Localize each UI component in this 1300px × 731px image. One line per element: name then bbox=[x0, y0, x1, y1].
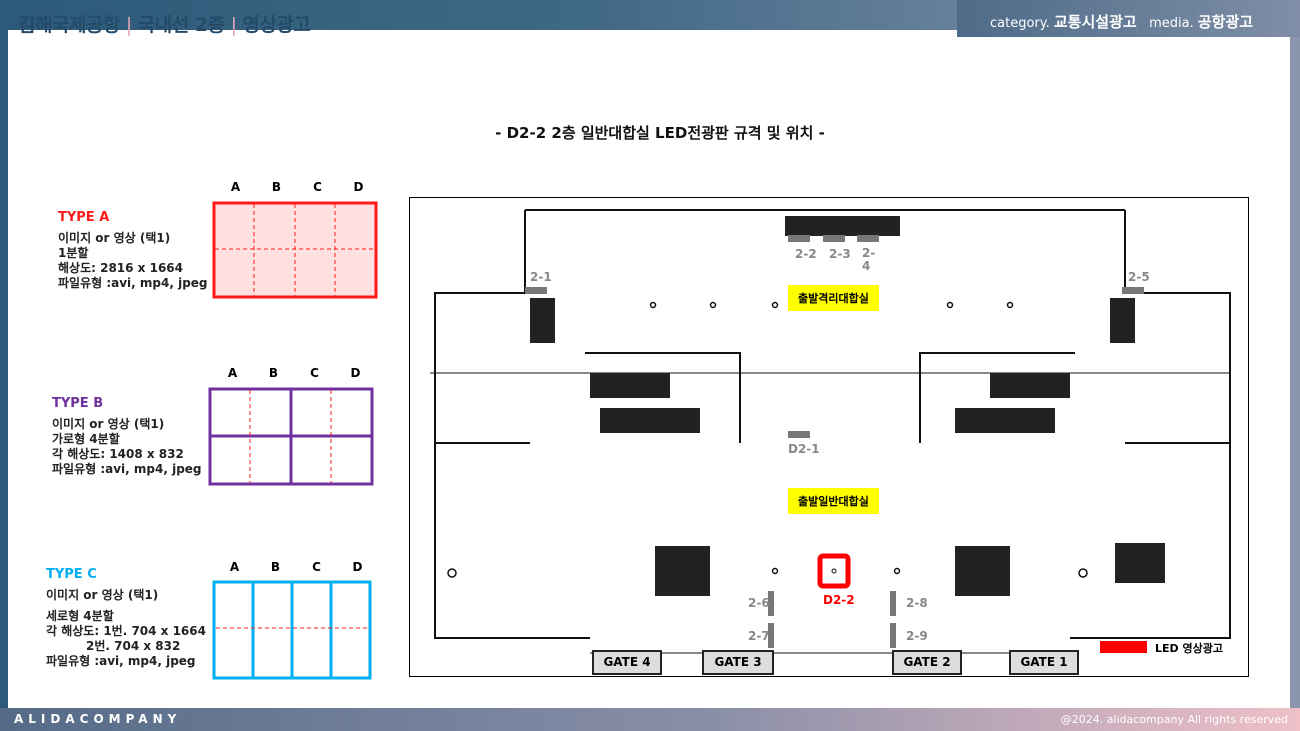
col-c: C bbox=[313, 180, 322, 194]
gate-1: GATE 1 bbox=[1009, 650, 1079, 675]
category-label: category. bbox=[990, 16, 1050, 31]
type-a-name: TYPE A bbox=[58, 210, 110, 225]
type-c-line: 2번. 704 x 832 bbox=[86, 639, 181, 653]
media-label: media. bbox=[1149, 16, 1194, 31]
type-c-line: 파일유형 :avi, mp4, jpeg bbox=[46, 654, 196, 668]
copyright: @2024. alidacompany All rights reserved bbox=[1060, 713, 1288, 726]
type-b-line: 이미지 or 영상 (택1) bbox=[52, 417, 165, 431]
type-a-columns: A B C D bbox=[215, 180, 379, 194]
col-d: D bbox=[353, 180, 364, 194]
spot-label: D2-1 bbox=[788, 442, 820, 456]
type-c-line: 이미지 or 영상 (택1) bbox=[46, 588, 159, 602]
legend-swatch bbox=[1100, 641, 1147, 653]
type-b-line: 파일유형 :avi, mp4, jpeg bbox=[52, 462, 202, 476]
type-a-line: 이미지 or 영상 (택1) bbox=[58, 231, 171, 245]
type-b-line: 각 해상도: 1408 x 832 bbox=[52, 447, 184, 461]
spot-label: 2-3 bbox=[829, 247, 851, 261]
type-b-columns: A B C D bbox=[212, 366, 376, 380]
floor-plan-map bbox=[409, 197, 1249, 677]
col-d: D bbox=[350, 366, 361, 380]
col-c: C bbox=[312, 560, 321, 574]
type-c-name: TYPE C bbox=[46, 567, 97, 582]
type-a-line: 해상도: 2816 x 1664 bbox=[58, 261, 183, 275]
type-b-name: TYPE B bbox=[52, 396, 104, 411]
type-b-line: 가로형 4분할 bbox=[52, 432, 120, 446]
col-a: A bbox=[229, 560, 240, 574]
zone-label-departure-general: 출발일반대합실 bbox=[788, 488, 879, 514]
spot-label: 2-2 bbox=[795, 247, 817, 261]
col-b: B bbox=[270, 560, 281, 574]
type-b-diagram bbox=[208, 387, 374, 486]
col-b: B bbox=[268, 366, 279, 380]
type-a-info: TYPE A 이미지 or 영상 (택1) 1분할 해상도: 2816 x 16… bbox=[58, 210, 208, 291]
page-title: 김해국제공항|국내선 2층|영상광고 bbox=[18, 14, 311, 36]
spot-label: 2-4 bbox=[862, 246, 876, 273]
type-c-info: TYPE C 이미지 or 영상 (택1) 세로형 4분할 각 해상도: 1번.… bbox=[46, 567, 206, 669]
gate-2: GATE 2 bbox=[892, 650, 962, 675]
type-a-diagram bbox=[212, 201, 378, 299]
gate-4: GATE 4 bbox=[592, 650, 662, 675]
category-value: 교통시설광고 bbox=[1053, 13, 1137, 31]
spot-label: 2-9 bbox=[906, 629, 928, 643]
col-c: C bbox=[310, 366, 319, 380]
title-floor: 국내선 2층 bbox=[137, 14, 225, 36]
col-d: D bbox=[352, 560, 363, 574]
category-badge: category. 교통시설광고 media. 공항광고 bbox=[957, 0, 1300, 37]
spot-label: 2-1 bbox=[530, 270, 552, 284]
type-c-line: 각 해상도: 1번. 704 x 1664 bbox=[46, 624, 206, 638]
col-a: A bbox=[230, 180, 241, 194]
spot-label: 2-7 bbox=[748, 629, 770, 643]
col-a: A bbox=[227, 366, 238, 380]
title-airport: 김해국제공항 bbox=[18, 14, 120, 36]
gate-3: GATE 3 bbox=[702, 650, 774, 675]
highlight-label: D2-2 bbox=[823, 593, 855, 607]
type-c-line: 세로형 4분할 bbox=[46, 609, 114, 623]
zone-label-departure-secure: 출발격리대합실 bbox=[788, 285, 879, 311]
footer: ALIDACOMPANY @2024. alidacompany All rig… bbox=[0, 708, 1300, 731]
type-c-columns: A B C D bbox=[214, 560, 378, 574]
type-a-line: 1분할 bbox=[58, 246, 89, 260]
floor-plan-drawing bbox=[430, 209, 1231, 654]
legend-label: LED 영상광고 bbox=[1155, 642, 1223, 655]
d2-2-highlight-marker bbox=[817, 553, 851, 589]
media-value: 공항광고 bbox=[1197, 13, 1254, 31]
spot-label: 2-6 bbox=[748, 596, 770, 610]
brand-name: ALIDACOMPANY bbox=[14, 712, 182, 726]
title-media: 영상광고 bbox=[242, 14, 311, 36]
col-b: B bbox=[271, 180, 282, 194]
section-heading: - D2-2 2층 일반대합실 LED전광판 규격 및 위치 - bbox=[495, 124, 825, 142]
type-c-diagram bbox=[212, 580, 372, 680]
type-a-line: 파일유형 :avi, mp4, jpeg bbox=[58, 276, 208, 290]
spot-label: 2-8 bbox=[906, 596, 928, 610]
spot-label: 2-5 bbox=[1128, 270, 1150, 284]
type-b-info: TYPE B 이미지 or 영상 (택1) 가로형 4분할 각 해상도: 140… bbox=[52, 396, 202, 477]
